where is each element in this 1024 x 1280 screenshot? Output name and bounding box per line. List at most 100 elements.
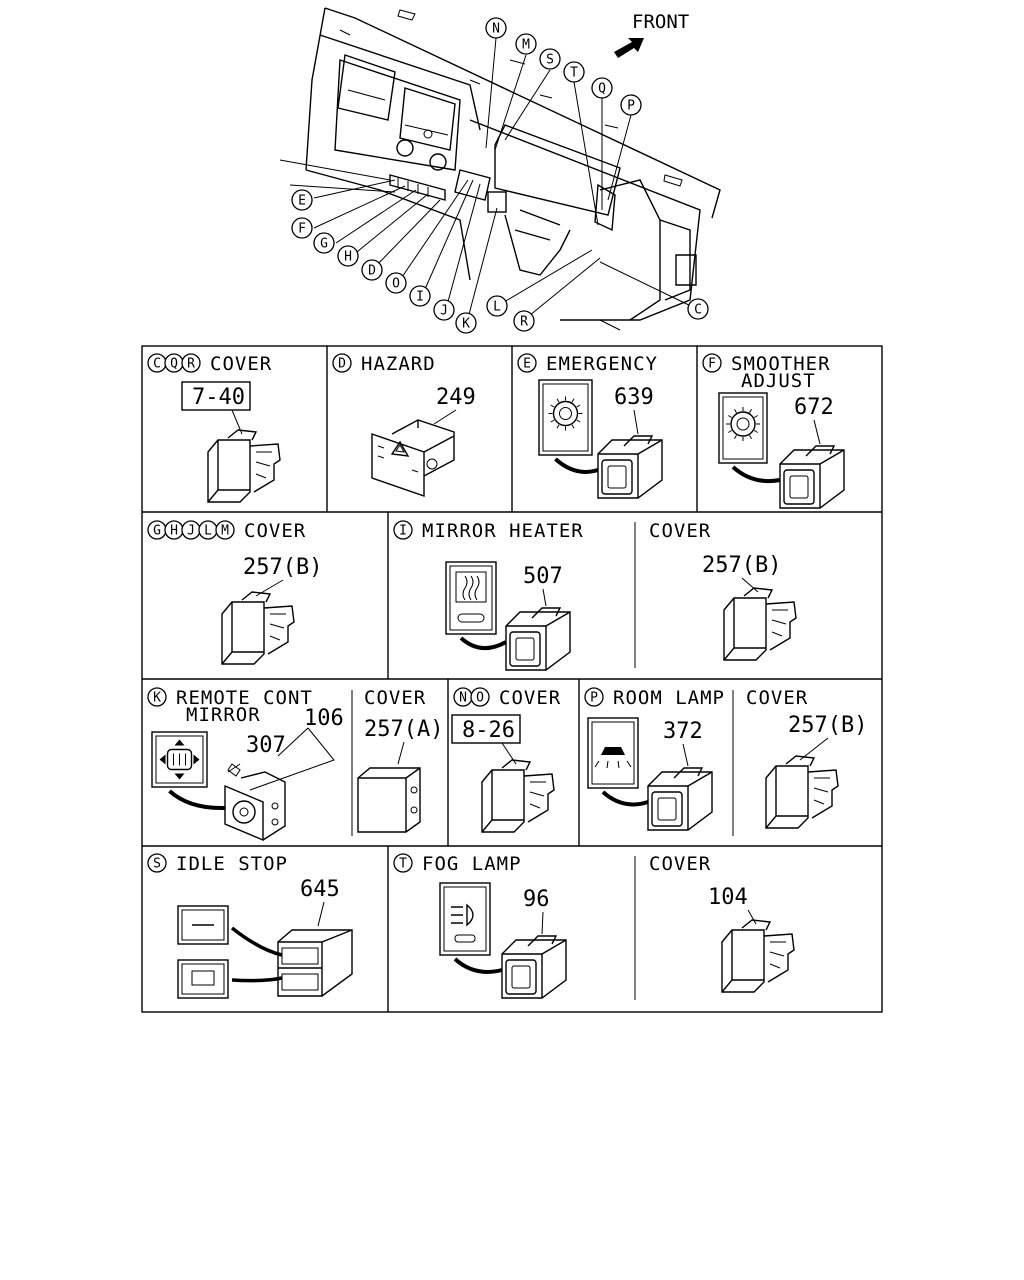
cell-letter: Q <box>170 357 178 372</box>
cover-part <box>723 587 797 661</box>
cover-part <box>357 767 421 833</box>
callout-letter: T <box>570 66 578 81</box>
part-number: 96 <box>523 887 550 912</box>
callout-letter: Q <box>598 82 606 97</box>
part-number: 257(B) <box>243 555 322 580</box>
gear-symbol-icon <box>538 379 593 456</box>
letter-circle-icon <box>181 353 201 373</box>
letter-circle-icon <box>470 687 490 707</box>
leader-line <box>741 577 759 593</box>
hazard-switch-part <box>371 419 455 497</box>
letter-circle-icon <box>215 520 235 540</box>
idle-stop-symbol-icon <box>177 905 229 945</box>
part-number: 257(A) <box>364 717 443 742</box>
callout-o: O <box>385 272 407 294</box>
callout-j: J <box>433 299 455 321</box>
switch-part <box>501 935 567 999</box>
callout-f: F <box>291 217 313 239</box>
leader-line <box>747 909 757 925</box>
cell-title: COVER <box>649 520 711 542</box>
engine-symbol-icon <box>177 959 229 999</box>
cell-title: IDLE STOP <box>176 853 288 875</box>
cell-title: ROOM LAMP <box>613 687 725 709</box>
cell-letter: S <box>153 857 161 872</box>
callout-h: H <box>337 245 359 267</box>
callout-i: I <box>409 285 431 307</box>
cell-letter: N <box>459 691 467 706</box>
callout-d: D <box>361 259 383 281</box>
cell-title: COVER <box>499 687 561 709</box>
heater-symbol-icon <box>445 561 497 635</box>
cover-part <box>207 429 281 503</box>
callout-layer <box>313 37 698 323</box>
connector-arrow <box>601 790 649 807</box>
cell-title-line2: MIRROR <box>186 704 261 726</box>
cell-title: FOG LAMP <box>422 853 522 875</box>
callout-p: P <box>620 94 642 116</box>
callout-n: N <box>485 17 507 39</box>
cell-letter: L <box>204 524 212 539</box>
part-number: 249 <box>436 385 476 410</box>
leader-line <box>813 419 821 445</box>
cell-letter: T <box>399 857 407 872</box>
lamp-symbol-icon <box>587 717 639 789</box>
cover-part <box>221 591 295 665</box>
callout-t: T <box>563 61 585 83</box>
callout-letter: F <box>298 222 306 237</box>
part-number: 257(B) <box>788 713 867 738</box>
cell-letter: C <box>153 357 161 372</box>
letter-circle-icon <box>517 353 537 373</box>
callout-letter: O <box>392 277 400 292</box>
cell-letter: D <box>338 357 346 372</box>
leader-line <box>255 579 284 597</box>
callout-q: Q <box>591 77 613 99</box>
callout-letter: S <box>546 53 554 68</box>
cell-title: COVER <box>210 353 272 375</box>
mirror-symbol-icon <box>151 731 208 788</box>
callout-letter: H <box>344 250 352 265</box>
cell-title: HAZARD <box>361 353 436 375</box>
cover-part <box>481 759 555 833</box>
cell-title: COVER <box>746 687 808 709</box>
connector-arrow <box>554 457 599 474</box>
callout-s: S <box>539 48 561 70</box>
part-number: 257(B) <box>702 553 781 578</box>
switch-part <box>597 435 663 499</box>
part-number: 104 <box>708 885 748 910</box>
leader-line <box>501 742 517 765</box>
callout-g: G <box>313 232 335 254</box>
cell-title: COVER <box>364 687 426 709</box>
leader-line <box>231 409 243 435</box>
part-number: 106 <box>304 706 344 731</box>
cell-letter: E <box>523 357 531 372</box>
leader-line <box>542 588 547 607</box>
connector-arrow <box>168 789 226 811</box>
cell-letter: J <box>187 524 195 539</box>
callout-m: M <box>515 33 537 55</box>
letter-circle-icon <box>147 853 167 873</box>
idle-stop-switch-part <box>177 905 353 999</box>
part-number: 645 <box>300 877 340 902</box>
callout-letter: N <box>492 22 500 37</box>
cell-letter: I <box>399 524 407 539</box>
part-cell-9: COVER 257(A) <box>357 687 443 833</box>
cell-letter: P <box>590 691 598 706</box>
callout-e: E <box>291 189 313 211</box>
cell-letter: G <box>153 524 161 539</box>
part-number: 8-26 <box>462 718 515 743</box>
leader-line <box>682 743 689 767</box>
callout-letter: L <box>493 300 501 315</box>
leader-line <box>633 409 639 435</box>
part-number: 639 <box>614 385 654 410</box>
cover-part <box>765 755 839 829</box>
parts-grid <box>141 345 883 1013</box>
cell-letter: R <box>187 357 195 372</box>
cover-part <box>721 919 795 993</box>
